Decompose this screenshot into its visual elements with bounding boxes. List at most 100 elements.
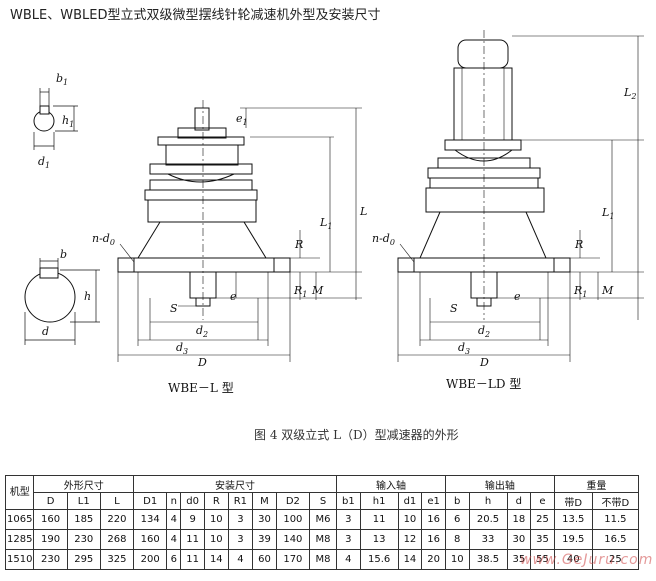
- table-cell: 25: [530, 509, 555, 530]
- column-header: b: [444, 492, 470, 510]
- column-header: R1: [227, 492, 254, 510]
- column-header: d1: [397, 492, 423, 510]
- column-header: L1: [66, 492, 101, 510]
- label-R-right: R: [574, 238, 583, 251]
- label-S-right: S: [450, 302, 458, 315]
- label-h: h: [84, 290, 91, 303]
- table-cell: 19.5: [553, 529, 593, 550]
- table-cell: 60: [252, 549, 277, 570]
- header-outline: 外形尺寸: [33, 475, 135, 493]
- column-header: 不带D: [591, 492, 640, 510]
- table-cell: 268: [99, 529, 135, 550]
- table-cell: 230: [33, 549, 68, 570]
- label-M-left: M: [311, 284, 324, 297]
- table-cell: 140: [275, 529, 310, 550]
- table-cell: 14: [397, 549, 423, 570]
- table-cell: 12: [397, 529, 423, 550]
- table-cell: 230: [66, 529, 101, 550]
- table-cell: 8: [444, 529, 470, 550]
- label-L2-right: L2: [623, 86, 636, 101]
- table-cell: 190: [33, 529, 68, 550]
- label-M-right: M: [601, 284, 614, 297]
- table-cell: 11: [180, 529, 205, 550]
- header-model: 机型: [4, 475, 35, 510]
- table-group-header-row: 机型 外形尺寸 安装尺寸 输入轴 输出轴 重量: [4, 475, 640, 510]
- table-cell: 18: [506, 509, 532, 530]
- table-cell: 16.5: [591, 529, 640, 550]
- column-header: R: [203, 492, 229, 510]
- label-h1: h1: [62, 114, 74, 129]
- table-cell: 11: [359, 509, 399, 530]
- table-cell: 4: [336, 549, 361, 570]
- table-cell: 325: [99, 549, 135, 570]
- reducer-wbe-ld: [397, 30, 644, 362]
- table-cell: 3: [227, 509, 254, 530]
- header-weight: 重量: [553, 475, 640, 493]
- table-cell: 20: [421, 549, 446, 570]
- table-cell: M8: [308, 529, 338, 550]
- column-header: D2: [275, 492, 310, 510]
- table-cell: 11: [180, 549, 205, 570]
- column-header: D: [33, 492, 68, 510]
- column-header: S: [308, 492, 338, 510]
- table-cell: 6: [444, 509, 470, 530]
- table-cell: 14: [203, 549, 229, 570]
- label-n-d0-right: n-d0: [372, 232, 395, 247]
- table-cell: 3: [336, 529, 361, 550]
- label-e-left: e: [230, 290, 237, 303]
- label-R1-right: R1: [573, 284, 587, 299]
- reducer-wbe-l: [117, 100, 362, 362]
- figure-label-right: WBE－LD 型: [446, 377, 521, 391]
- table-cell: 160: [33, 509, 68, 530]
- table-cell: 6: [166, 549, 182, 570]
- table-cell: 134: [133, 509, 168, 530]
- table-cell: 10: [397, 509, 423, 530]
- header-input-shaft: 输入轴: [336, 475, 446, 493]
- table-cell: 13.5: [553, 509, 593, 530]
- table-cell: 160: [133, 529, 168, 550]
- table-cell: 11.5: [591, 509, 640, 530]
- output-shaft-detail: [24, 258, 100, 345]
- table-cell: 1285: [4, 529, 35, 550]
- label-b: b: [60, 248, 67, 261]
- label-n-d0-left: n-d0: [92, 232, 115, 247]
- table-cell: M6: [308, 509, 338, 530]
- label-d3-right: d3: [458, 341, 470, 356]
- column-header: d: [506, 492, 532, 510]
- table-cell: 3: [336, 509, 361, 530]
- table-cell: 200: [133, 549, 168, 570]
- page-title: WBLE、WBLED型立式双级微型摆线针轮减速机外型及安装尺寸: [10, 8, 381, 23]
- table-cell: 55: [530, 549, 555, 570]
- table-cell: 220: [99, 509, 135, 530]
- table-cell: M8: [308, 549, 338, 570]
- table-cell: 30: [252, 509, 277, 530]
- table-cell: 13: [359, 529, 399, 550]
- figure-label-left: WBE－L 型: [168, 381, 234, 395]
- table-cell: 16: [421, 529, 446, 550]
- table-cell: 4: [227, 549, 254, 570]
- table-cell: 4: [166, 509, 182, 530]
- table-cell: 170: [275, 549, 310, 570]
- figure-caption: 图 4 双级立式 L（D）型减速器的外形: [254, 428, 459, 442]
- column-header: b1: [336, 492, 361, 510]
- label-L1-right: L1: [601, 206, 614, 221]
- column-header: L: [99, 492, 135, 510]
- label-e1-left: e1: [236, 112, 248, 127]
- label-d2-left: d2: [196, 324, 208, 339]
- watermark: www.GeJuru.com: [520, 552, 654, 568]
- dimension-labels: b1 h1 d1 b h d n-d0 e1 e L1 L R R1 M S d…: [38, 72, 636, 395]
- table-cell: 16: [421, 509, 446, 530]
- label-d: d: [42, 325, 49, 338]
- table-cell: 20.5: [468, 509, 508, 530]
- column-header: h: [468, 492, 508, 510]
- table-cell: 9: [180, 509, 205, 530]
- label-e-right: e: [514, 290, 521, 303]
- table-cell: 1065: [4, 509, 35, 530]
- table-cell: 15.6: [359, 549, 399, 570]
